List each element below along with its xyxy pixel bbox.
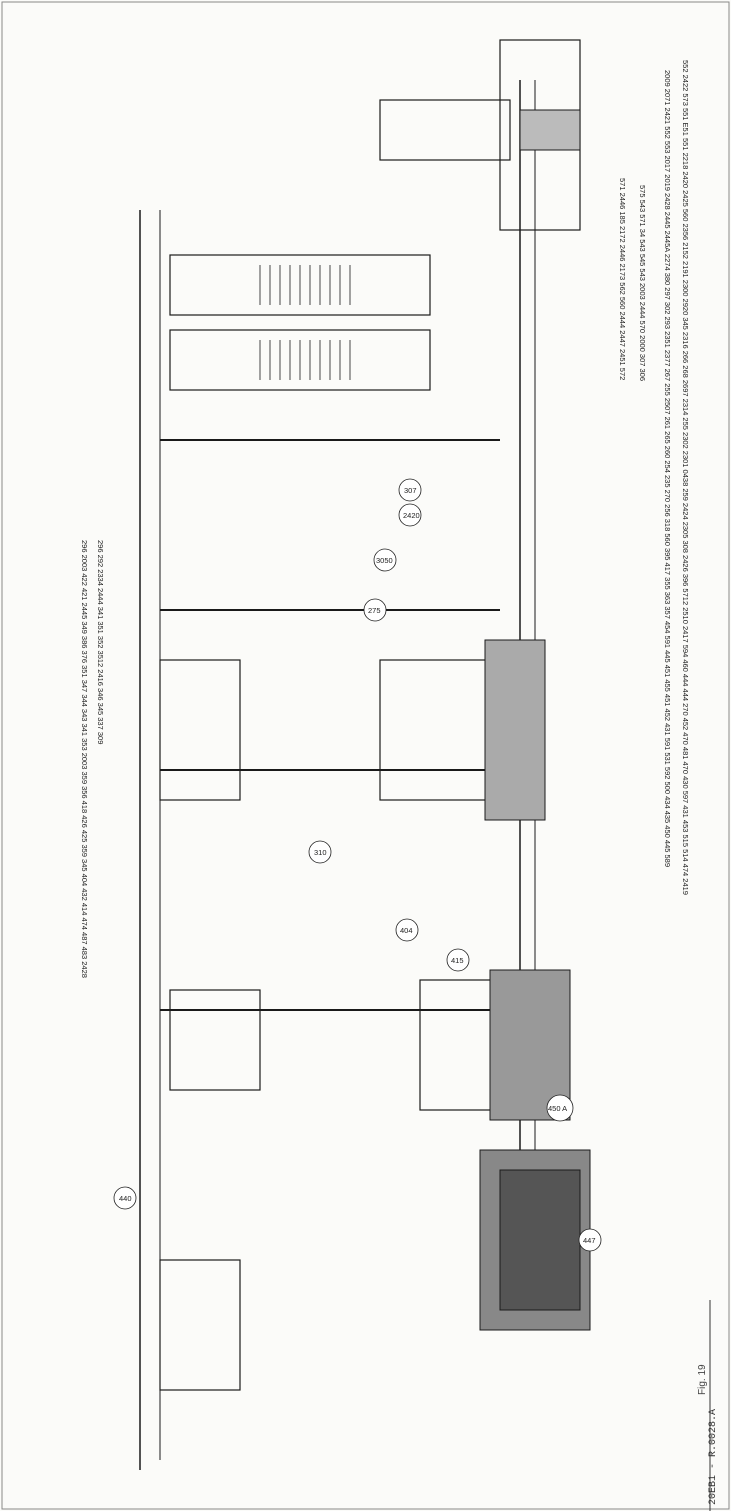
- annotation-row-1: 552 2422 573 551 E51 551 2218 2420 2425 …: [681, 60, 690, 895]
- part-bubble-label: 404: [400, 926, 413, 935]
- drawing-reference: 20EB1 - R.0028.A: [708, 1409, 719, 1505]
- part-bubble-label: 450 A: [548, 1104, 567, 1113]
- mechanism-frame: [139, 39, 591, 1470]
- part-bubble-label: 3050: [376, 556, 393, 565]
- part-bubble-label: 447: [583, 1236, 596, 1245]
- part-bubble-label: 2420: [403, 511, 420, 520]
- annotation-row-3: 575 543 571 34 543 545 543 2003 2444 570…: [638, 185, 647, 381]
- part-bubble-label: 307: [404, 486, 417, 495]
- part-bubble-label: 310: [314, 848, 327, 857]
- part-bubbles-top: 307 2420 3050 275: [363, 478, 422, 622]
- part-bubbles-lower: 440 447: [113, 1186, 602, 1252]
- annotation-row-6: 296 2003 422 421 2445 349 386 376 351 34…: [80, 540, 89, 978]
- part-bubbles-middle: 310 404 415 450 A: [308, 840, 574, 1122]
- annotation-row-2: 2009 2071 2421 552 553 2017 2019 2428 24…: [663, 70, 672, 867]
- figure-label: Fig. 19: [697, 1364, 708, 1395]
- part-bubble-label: 275: [368, 606, 381, 615]
- part-bubble-label: 415: [451, 956, 464, 965]
- annotation-row-4: 571 2446 185 2172 2446 2173 562 560 2444…: [618, 178, 627, 380]
- title-block: 20EB1 - R.0028.A Fig. 19: [697, 1300, 719, 1511]
- annotation-rows: 552 2422 573 551 E51 551 2218 2420 2425 …: [80, 60, 690, 978]
- part-bubble-label: 440: [119, 1194, 132, 1203]
- annotation-row-5: 296 292 2334 2444 341 351 352 3512 2416 …: [96, 540, 105, 744]
